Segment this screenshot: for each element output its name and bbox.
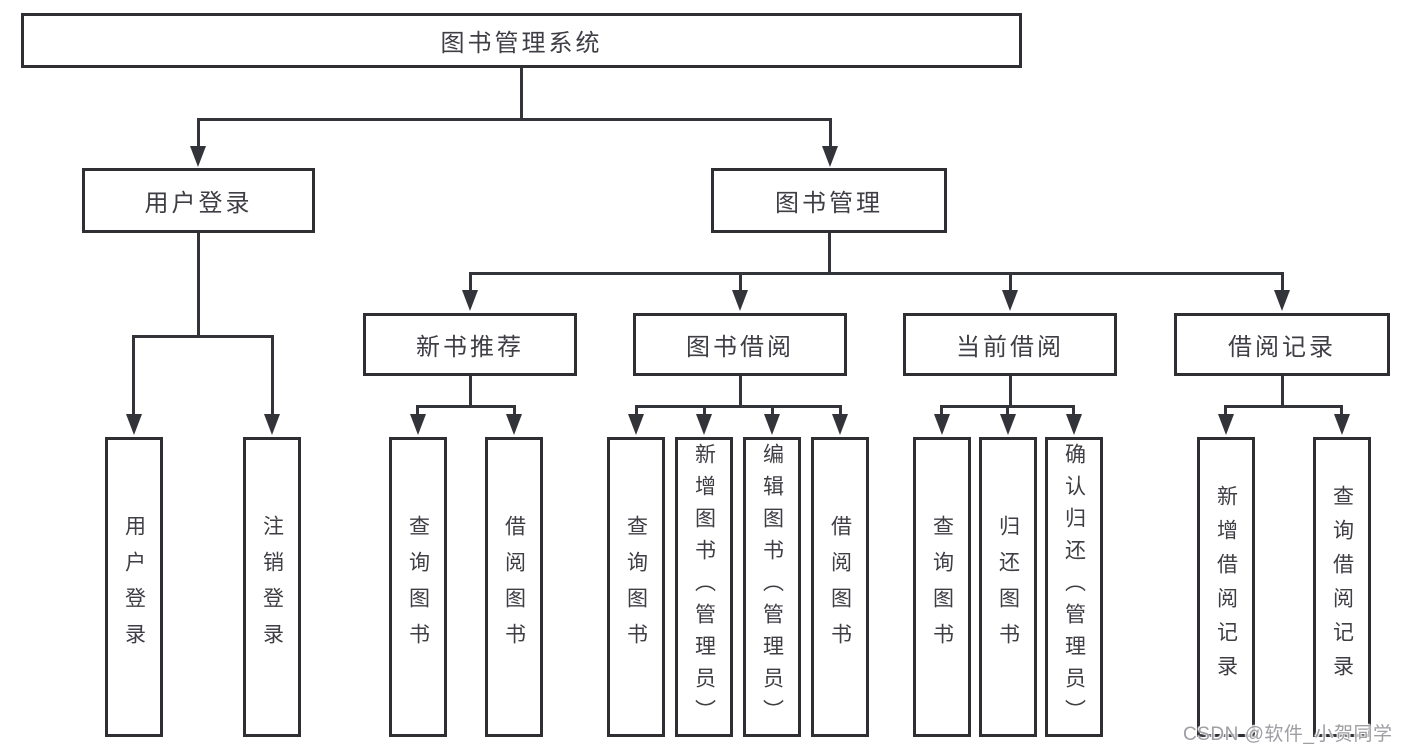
connector-arrowhead (410, 414, 426, 435)
connector-arrowhead (628, 414, 644, 435)
connector-arrowhead (822, 146, 838, 167)
connector-line (1009, 376, 1012, 408)
leaf-logout-label: 注销登录 (260, 515, 284, 659)
leaf-borrow-books-recommend: 借阅图书 (485, 437, 543, 737)
connector-arrowhead (462, 290, 478, 311)
leaf-add-borrow-record-label: 新增借阅记录 (1214, 485, 1238, 689)
node-current-borrowing: 当前借阅 (903, 313, 1117, 376)
connector-arrowhead (1334, 414, 1350, 435)
connector-arrowhead (764, 414, 780, 435)
connector-line (513, 405, 516, 417)
connector-line (416, 405, 419, 417)
leaf-add-books-admin: 新增图书（管理员） (675, 437, 733, 737)
connector-line (703, 405, 706, 417)
connector-arrowhead (934, 414, 950, 435)
node-root: 图书管理系统 (21, 13, 1022, 68)
connector-line (132, 335, 274, 338)
leaf-return-books-label: 归还图书 (996, 515, 1020, 659)
connector-line (940, 405, 943, 417)
leaf-edit-books-admin: 编辑图书（管理员） (743, 437, 801, 737)
connector-line (1224, 405, 1227, 417)
leaf-logout: 注销登录 (243, 437, 301, 737)
connector-arrowhead (1000, 414, 1016, 435)
connector-line (739, 376, 742, 408)
connector-arrowhead (190, 146, 206, 167)
connector-line (635, 405, 638, 417)
leaf-borrow-books-borrowing-label: 借阅图书 (828, 515, 852, 659)
csdn-watermark: CSDN @软件_小贺同学 (1183, 724, 1393, 745)
leaf-confirm-return-admin: 确认归还（管理员） (1045, 437, 1103, 737)
node-new-book-recommend-label: 新书推荐 (416, 334, 524, 361)
leaf-borrow-books-recommend-label: 借阅图书 (502, 515, 526, 659)
leaf-confirm-return-admin-label: 确认归还（管理员） (1062, 443, 1086, 731)
leaf-edit-books-admin-label: 编辑图书（管理员） (760, 443, 784, 731)
node-root-label: 图书管理系统 (440, 30, 603, 57)
connector-arrowhead (732, 290, 748, 311)
connector-arrowhead (1274, 290, 1290, 311)
node-book-management-label: 图书管理 (775, 190, 883, 217)
leaf-return-books: 归还图书 (979, 437, 1037, 737)
connector-arrowhead (696, 414, 712, 435)
node-book-borrowing: 图书借阅 (633, 313, 847, 376)
connector-line (1224, 405, 1343, 408)
leaf-add-books-admin-label: 新增图书（管理员） (692, 443, 716, 731)
leaf-query-books-borrowing-label: 查询图书 (624, 515, 648, 659)
connector-arrowhead (832, 414, 848, 435)
connector-line (828, 233, 831, 272)
node-current-borrowing-label: 当前借阅 (956, 334, 1064, 361)
connector-line (635, 405, 842, 408)
node-book-borrowing-label: 图书借阅 (686, 334, 794, 361)
leaf-query-books-current-label: 查询图书 (930, 515, 954, 659)
connector-line (771, 405, 774, 417)
connector-arrowhead (264, 414, 280, 435)
connector-line (1009, 272, 1012, 293)
connector-line (469, 272, 1283, 275)
connector-line (1006, 405, 1009, 417)
connector-line (1072, 405, 1075, 417)
connector-line (197, 233, 200, 335)
leaf-query-books-borrowing: 查询图书 (607, 437, 665, 737)
connector-line (416, 405, 516, 408)
leaf-query-borrow-record: 查询借阅记录 (1313, 437, 1371, 737)
leaf-query-books-recommend-label: 查询图书 (406, 515, 430, 659)
connector-line (197, 118, 200, 149)
connector-line (839, 405, 842, 417)
leaf-query-borrow-record-label: 查询借阅记录 (1330, 485, 1354, 689)
connector-line (1340, 405, 1343, 417)
node-user-login-label: 用户登录 (144, 190, 253, 217)
connector-arrowhead (1066, 414, 1082, 435)
connector-line (739, 272, 742, 293)
connector-line (132, 335, 135, 416)
node-borrowing-records-label: 借阅记录 (1228, 334, 1336, 361)
connector-line (520, 68, 523, 118)
connector-arrowhead (1002, 290, 1018, 311)
leaf-query-books-current: 查询图书 (913, 437, 971, 737)
connector-line (1281, 376, 1284, 408)
leaf-query-books-recommend: 查询图书 (389, 437, 447, 737)
node-book-management: 图书管理 (711, 168, 947, 233)
node-borrowing-records: 借阅记录 (1174, 313, 1390, 376)
node-new-book-recommend: 新书推荐 (363, 313, 577, 376)
connector-line (829, 118, 832, 149)
leaf-user-login-label: 用户登录 (122, 515, 146, 659)
connector-arrowhead (506, 414, 522, 435)
connector-line (469, 272, 472, 293)
leaf-user-login: 用户登录 (105, 437, 163, 737)
leaf-add-borrow-record: 新增借阅记录 (1197, 437, 1255, 737)
connector-line (197, 118, 832, 121)
node-user-login: 用户登录 (82, 168, 315, 233)
connector-arrowhead (126, 414, 142, 435)
connector-line (469, 376, 472, 408)
connector-line (271, 335, 274, 416)
connector-arrowhead (1218, 414, 1234, 435)
leaf-borrow-books-borrowing: 借阅图书 (811, 437, 869, 737)
connector-line (1281, 272, 1284, 293)
